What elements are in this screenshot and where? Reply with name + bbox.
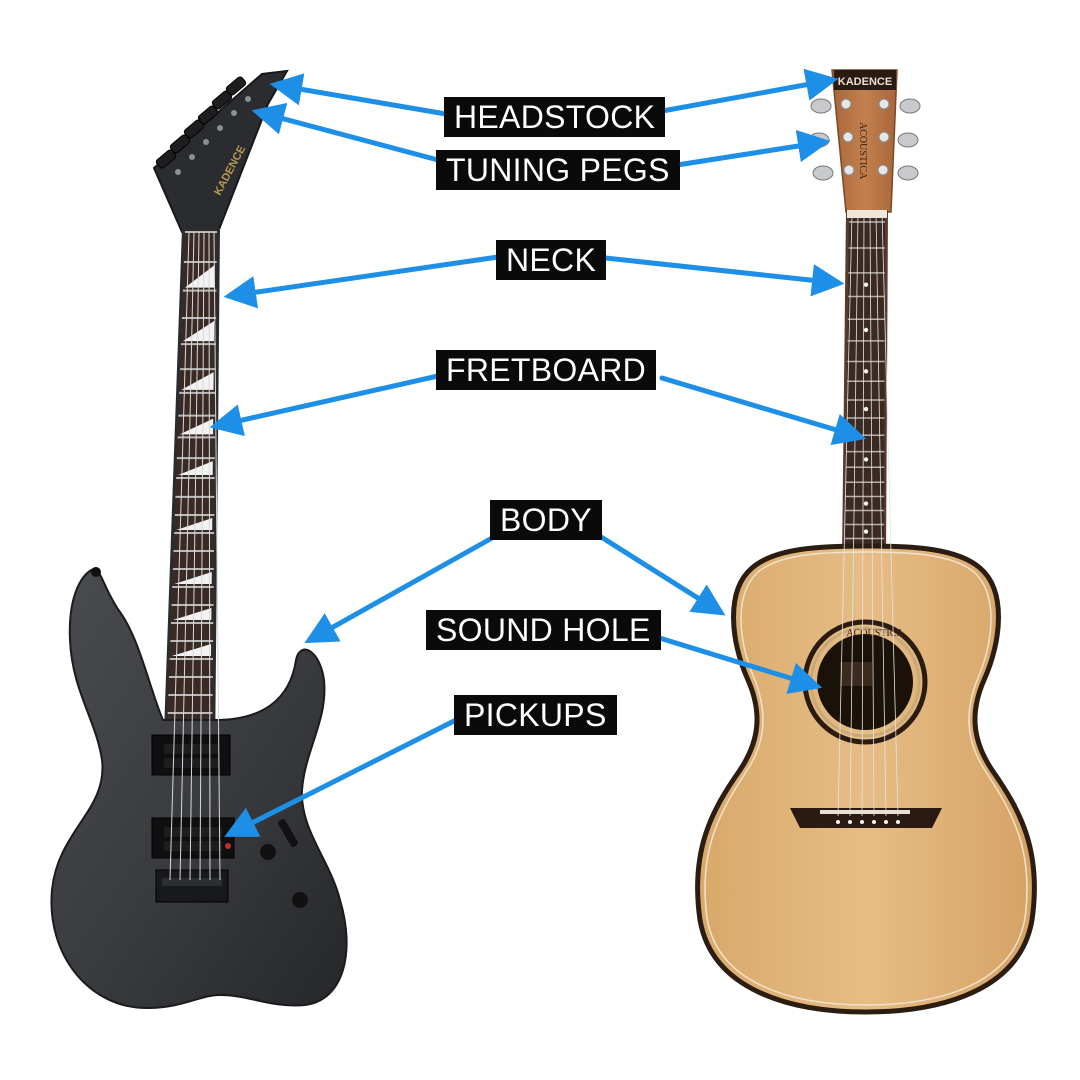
label-tuning-pegs: TUNING PEGS	[436, 150, 680, 190]
acoustic-body-model: ACOUSTICA	[846, 628, 904, 639]
acoustic-string	[875, 211, 887, 817]
arrow-fretboard-left	[209, 373, 441, 437]
arrow-sound-hole	[637, 629, 823, 694]
electric-guitar-icon: KADENCE	[50, 69, 348, 1010]
acoustic-fret-dot	[863, 282, 869, 287]
acoustic-fret-dot	[863, 457, 869, 462]
acoustic-fret-dot	[863, 327, 869, 333]
acoustic-string	[849, 211, 859, 817]
acoustic-string	[837, 211, 853, 817]
acoustic-string	[881, 211, 899, 817]
electric-volume-knob	[260, 844, 276, 860]
acoustic-guitar-icon: KADENCE ACOUSTICA ACOUS	[695, 69, 1037, 1015]
electric-string	[179, 231, 195, 881]
electric-string	[208, 231, 211, 881]
electric-tone-knob	[292, 892, 308, 908]
arrow-headstock-right	[643, 68, 839, 117]
electric-selector-switch	[278, 819, 298, 847]
electric-bridge-pickup	[151, 817, 235, 859]
electric-inlay	[183, 321, 215, 342]
arrow-neck-left	[223, 254, 501, 309]
electric-string	[169, 231, 190, 881]
arrow-body-left	[304, 535, 495, 644]
label-body: BODY	[490, 500, 602, 540]
acoustic-strings	[837, 211, 899, 817]
acoustic-fret-dot	[863, 406, 869, 412]
label-fretboard: FRETBOARD	[436, 350, 657, 390]
acoustic-sound-hole	[802, 619, 928, 745]
electric-bridge	[155, 869, 229, 903]
acoustic-fret-markers	[863, 282, 869, 534]
arrow-tuning-right	[655, 129, 831, 171]
acoustic-headstock-logo: KADENCE	[838, 76, 892, 88]
electric-body	[50, 566, 348, 1010]
electric-inlay	[181, 372, 214, 390]
arrow-tuning-left	[251, 102, 441, 163]
acoustic-fret-dot	[863, 501, 869, 506]
acoustic-string	[861, 211, 865, 817]
electric-inlay	[174, 572, 212, 585]
electric-strings	[169, 231, 221, 881]
arrow-fretboard-right	[659, 375, 867, 446]
electric-inlay	[184, 265, 215, 288]
arrow-body-right	[587, 527, 726, 616]
acoustic-body	[695, 543, 1037, 1015]
acoustic-fret-dot	[863, 529, 869, 534]
arrow-pickups	[224, 717, 459, 837]
electric-string	[189, 231, 200, 881]
acoustic-headstock-model: ACOUSTICA	[857, 122, 868, 180]
electric-inlay	[179, 418, 214, 435]
electric-inlay	[176, 518, 213, 531]
electric-string	[213, 231, 221, 881]
arrow-neck-right	[593, 254, 845, 297]
electric-fretboard	[166, 230, 217, 760]
label-sound-hole: SOUND HOLE	[426, 610, 661, 650]
electric-string	[199, 231, 205, 881]
acoustic-fret-dot	[863, 369, 869, 374]
arrow-headstock-left	[269, 73, 449, 117]
acoustic-string	[869, 211, 875, 817]
annotation-arrows	[209, 68, 867, 837]
acoustic-fretboard	[845, 218, 885, 560]
label-neck: NECK	[496, 240, 607, 280]
label-pickups: PICKUPS	[454, 695, 617, 735]
electric-tuning-pegs	[155, 76, 247, 169]
label-headstock: HEADSTOCK	[444, 97, 666, 137]
